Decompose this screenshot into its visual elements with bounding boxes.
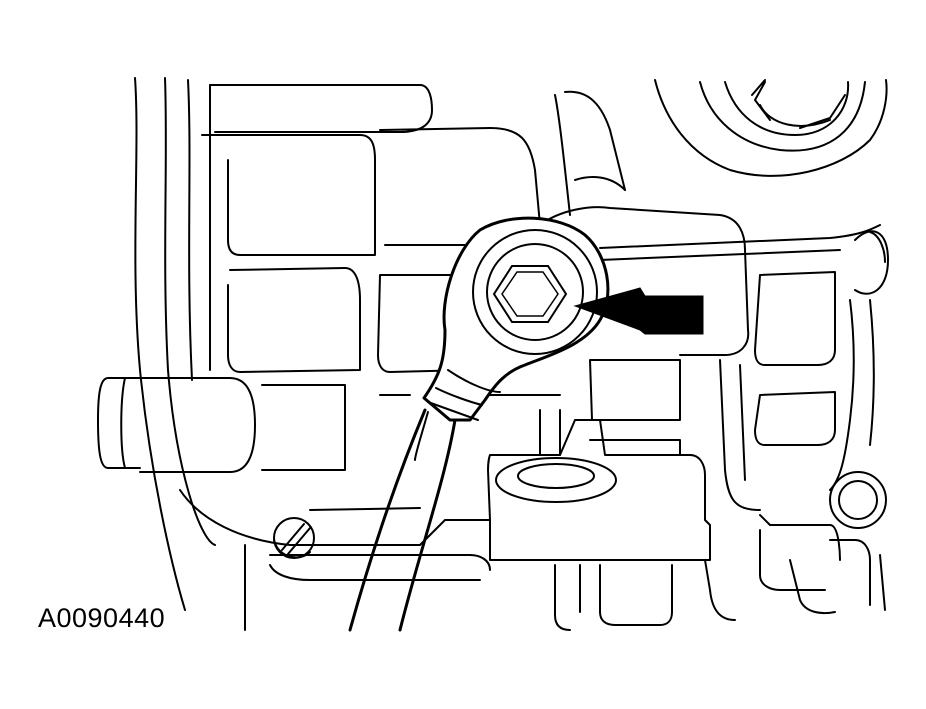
casting-left-edge bbox=[134, 77, 246, 631]
arrow-pointing-to-bolt bbox=[573, 287, 704, 335]
right-frame bbox=[599, 224, 889, 511]
slotted-screw bbox=[273, 517, 315, 559]
upper-frame bbox=[201, 84, 746, 256]
figure-code: A0090440 bbox=[38, 603, 166, 633]
lower-flange bbox=[487, 409, 711, 561]
ground-cable bbox=[348, 408, 457, 632]
left-boss bbox=[97, 377, 256, 473]
hex-bolt bbox=[492, 265, 568, 323]
top-right-boss bbox=[654, 79, 888, 177]
bottom-edges bbox=[179, 489, 886, 631]
right-small-boss bbox=[829, 471, 887, 529]
